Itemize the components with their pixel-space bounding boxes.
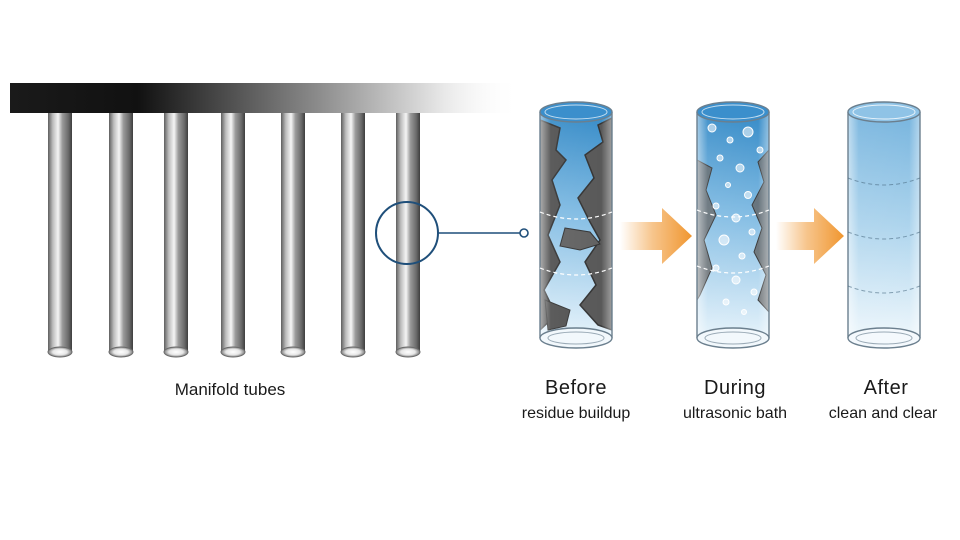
stage-before-title: Before: [545, 377, 607, 399]
stage-before-subtitle: residue buildup: [521, 405, 631, 422]
stage-during-subtitle: ultrasonic bath: [682, 405, 788, 422]
tube-6: [340, 113, 366, 358]
arrow-before-to-during: [620, 208, 692, 264]
tube-after: [847, 101, 921, 349]
tube-7: [395, 113, 421, 358]
stage-after-subtitle: clean and clear: [828, 405, 938, 422]
callout-dot: [519, 228, 529, 238]
tube-before: [539, 101, 613, 349]
tube-2: [108, 113, 134, 358]
manifold-tubes: [47, 113, 421, 358]
stage-after-title: After: [863, 377, 909, 399]
tube-1: [47, 113, 73, 358]
magnifier-callout: [375, 201, 529, 265]
tube-during: [696, 101, 770, 349]
manifold-header: [10, 83, 520, 113]
stage-during-title: During: [704, 377, 766, 399]
manifold-label: Manifold tubes: [174, 380, 286, 399]
tube-3: [163, 113, 189, 358]
tube-5: [280, 113, 306, 358]
arrow-during-to-after: [776, 208, 844, 264]
manifold: [10, 83, 529, 358]
tube-4: [220, 113, 246, 358]
